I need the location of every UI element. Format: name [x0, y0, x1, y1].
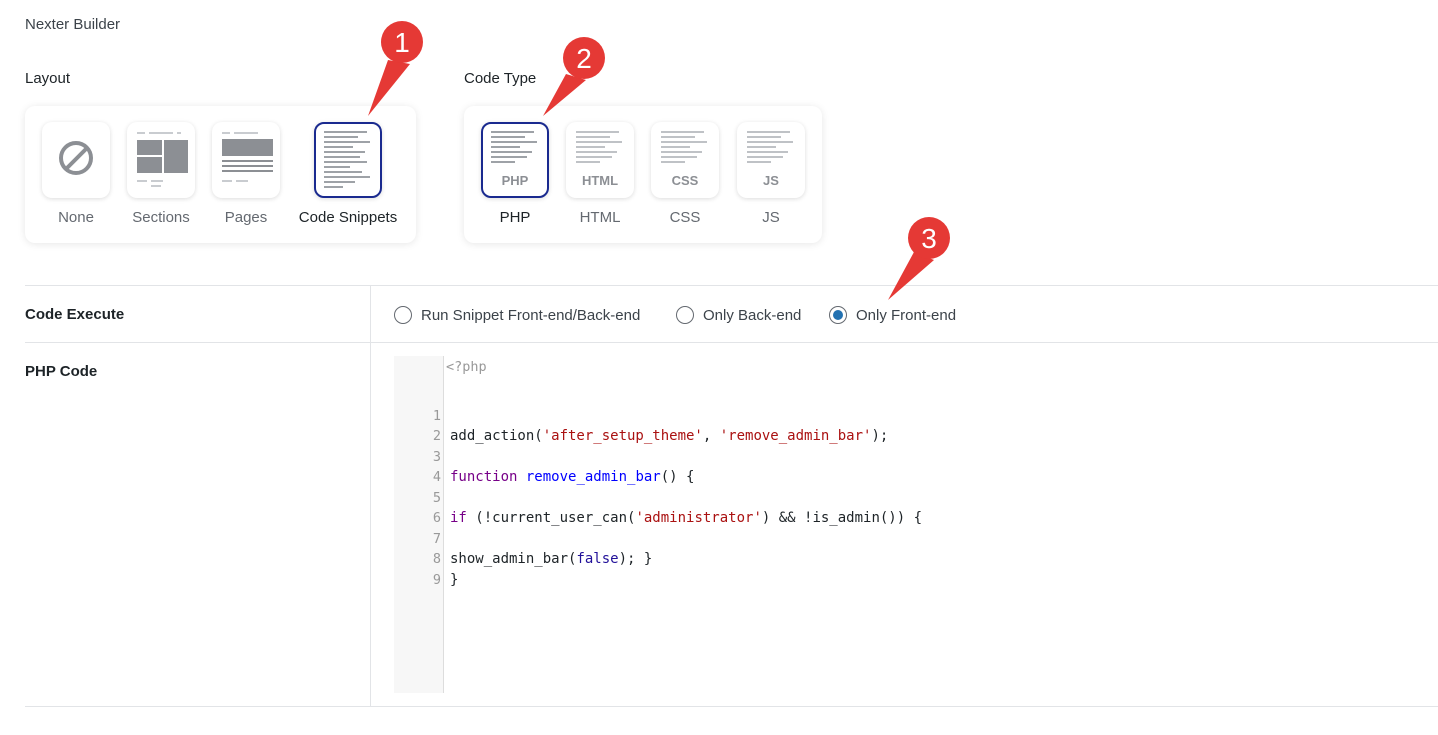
none-tile[interactable] [42, 122, 110, 198]
code-editor[interactable]: <?php 1 add_action('after_setup_theme', … [394, 356, 1438, 693]
radio-label: Only Back-end [703, 306, 802, 324]
code-type-option-js[interactable]: JS JS [728, 122, 814, 226]
radio-only-front-end[interactable]: Only Front-end [829, 306, 956, 324]
radio-circle[interactable] [394, 306, 412, 324]
php-code-label: PHP Code [25, 363, 98, 380]
code-line[interactable]: 3 function remove_admin_bar() { [432, 449, 695, 485]
code-type-option-label: JS [762, 209, 780, 226]
code-type-option-css[interactable]: CSS CSS [642, 122, 728, 226]
code-line[interactable]: 4 [432, 469, 441, 485]
layout-label: Layout [25, 70, 71, 87]
code-line[interactable]: 9} [432, 572, 459, 588]
code-snippet-icon[interactable] [314, 122, 382, 198]
divider [25, 706, 1438, 707]
code-line[interactable]: 2 [432, 428, 441, 444]
svg-text:2: 2 [576, 43, 592, 74]
radio-circle[interactable] [676, 306, 694, 324]
pages-layout-icon[interactable] [212, 122, 280, 198]
radio-only-back-end[interactable]: Only Back-end [676, 306, 801, 324]
column-divider [370, 285, 371, 706]
code-line[interactable]: 1 add_action('after_setup_theme', 'remov… [432, 408, 889, 444]
layout-option-none[interactable]: None [33, 122, 119, 226]
svg-text:1: 1 [394, 27, 410, 58]
php-file-icon[interactable]: PHP [481, 122, 549, 198]
code-line[interactable]: 5 if (!current_user_can('administrator')… [432, 490, 923, 526]
divider [25, 342, 1438, 343]
code-execute-label: Code Execute [25, 306, 125, 323]
php-open-tag: <?php [446, 359, 487, 375]
code-type-option-label: CSS [669, 209, 701, 226]
radio-label: Run Snippet Front-end/Back-end [421, 306, 641, 324]
sections-layout-icon[interactable] [127, 122, 195, 198]
layout-option-label: None [58, 209, 94, 226]
code-line[interactable]: 8 [432, 551, 441, 567]
divider [25, 285, 1438, 286]
layout-option-sections[interactable]: Sections [118, 122, 204, 226]
layout-option-code-snippets[interactable]: Code Snippets [298, 122, 398, 226]
css-file-icon[interactable]: CSS [651, 122, 719, 198]
code-type-label: Code Type [464, 70, 537, 87]
layout-option-label: Code Snippets [298, 209, 398, 226]
line-number-gutter [394, 356, 444, 693]
js-file-icon[interactable]: JS [737, 122, 805, 198]
radio-circle-checked[interactable] [829, 306, 847, 324]
code-type-option-label: PHP [499, 209, 531, 226]
code-line[interactable]: 6 [432, 510, 441, 526]
ban-icon [59, 141, 93, 175]
code-type-option-html[interactable]: HTML HTML [557, 122, 643, 226]
code-type-card: PHP PHP HTML HTML CSS CSS JS JS [464, 106, 822, 243]
radio-run-front-back[interactable]: Run Snippet Front-end/Back-end [394, 306, 640, 324]
layout-card: None Sections Pages [25, 106, 416, 243]
code-type-option-label: HTML [579, 209, 621, 226]
app-title: Nexter Builder [25, 16, 121, 33]
annotation-marker-2: 2 [543, 37, 605, 116]
svg-text:3: 3 [921, 223, 937, 254]
html-file-icon[interactable]: HTML [566, 122, 634, 198]
layout-option-pages[interactable]: Pages [203, 122, 289, 226]
code-type-option-php[interactable]: PHP PHP [472, 122, 558, 226]
layout-option-label: Pages [224, 209, 268, 226]
code-line[interactable]: 7 show_admin_bar(false); } [432, 531, 653, 567]
radio-label: Only Front-end [856, 306, 957, 324]
annotation-marker-3: 3 [888, 217, 950, 300]
annotation-marker-1: 1 [368, 21, 423, 116]
layout-option-label: Sections [132, 209, 190, 226]
